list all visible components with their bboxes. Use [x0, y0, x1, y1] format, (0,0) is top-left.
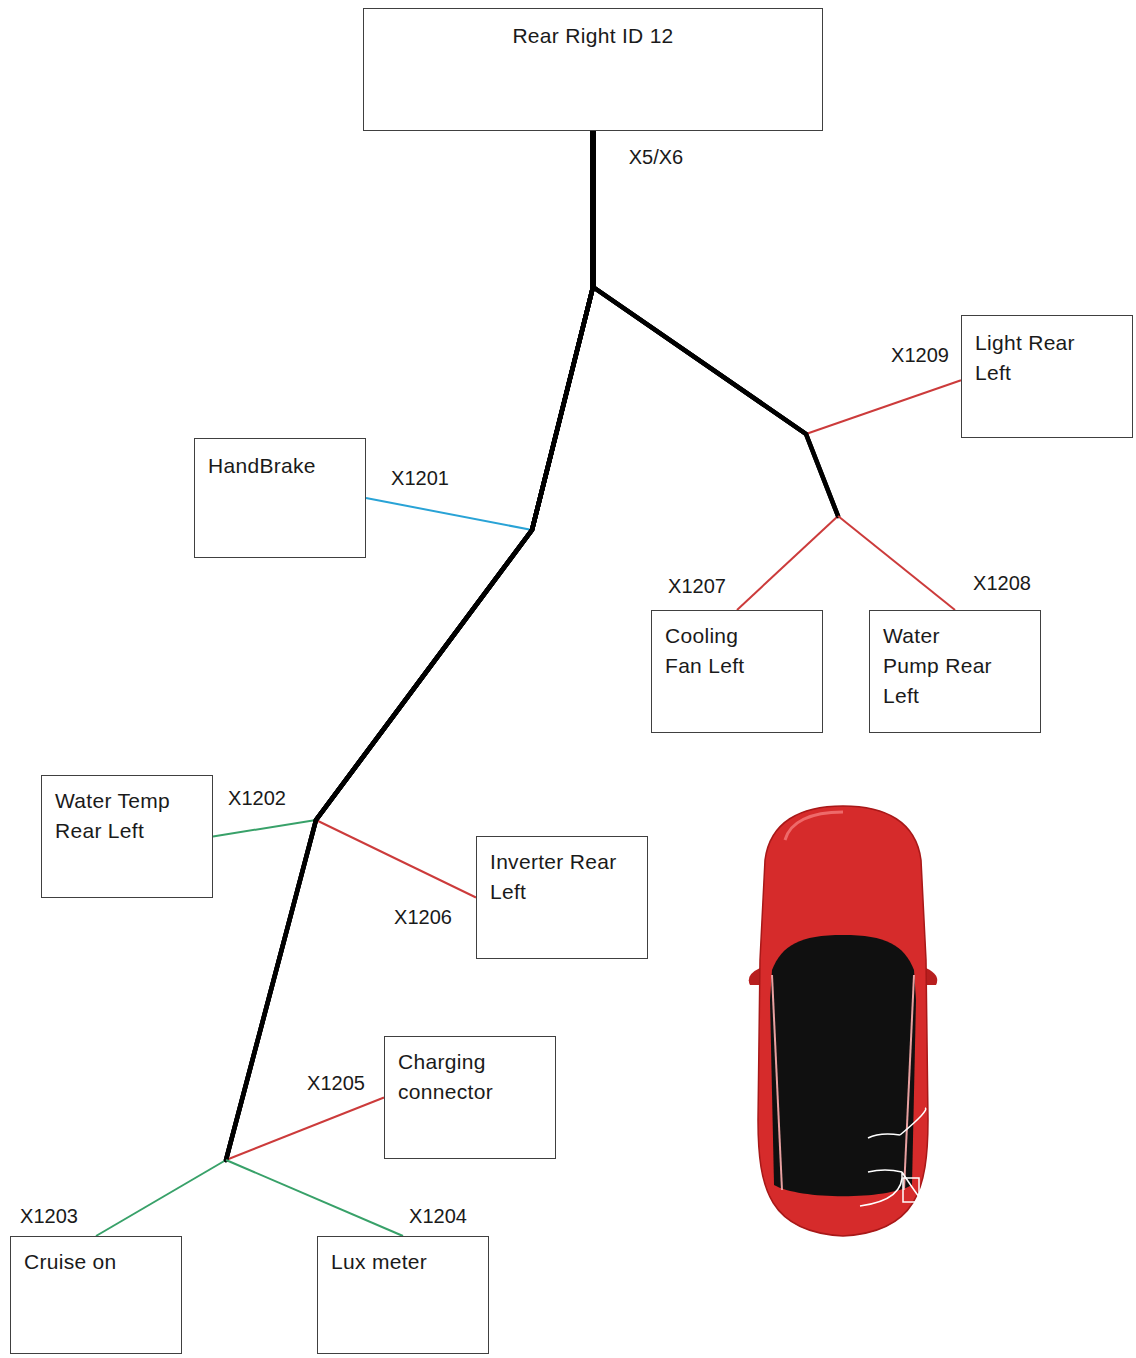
- component-box: Lux meter: [317, 1236, 489, 1354]
- box-label: Lux meter: [331, 1247, 475, 1277]
- harness-trunk: [590, 131, 596, 287]
- harness-wire: [226, 131, 593, 1236]
- box-label: Inverter Rear Left: [490, 847, 634, 907]
- connector-code: X1205: [305, 1072, 367, 1094]
- module-sketch: [903, 1178, 919, 1202]
- connector-code: X1202: [226, 787, 288, 809]
- connector-lead: [806, 380, 961, 434]
- harness-wire: [593, 131, 955, 610]
- connector-lead: [838, 516, 955, 610]
- harness-wire: [96, 131, 593, 1236]
- component-box: Cooling Fan Left: [651, 610, 823, 733]
- box-label: Rear Right ID 12: [378, 21, 808, 51]
- box-label: HandBrake: [208, 451, 352, 481]
- control-unit-box: Rear Right ID 12: [363, 8, 823, 131]
- harness-branch: [226, 287, 593, 1160]
- harness-trunk: [590, 131, 596, 287]
- harness-trunk: [590, 131, 596, 287]
- connector-code: X1203: [18, 1205, 80, 1227]
- connector-code: X1209: [889, 344, 951, 366]
- harness-wire: [593, 131, 961, 434]
- harness-branch: [226, 287, 593, 1160]
- box-label: Water Pump Rear Left: [883, 621, 993, 711]
- harness-wire: [593, 131, 838, 610]
- connector-code: X1207: [666, 575, 728, 597]
- box-label: Cruise on: [24, 1247, 168, 1277]
- component-box: Light Rear Left: [961, 315, 1133, 438]
- connector-lead: [366, 498, 532, 530]
- component-box: Cruise on: [10, 1236, 182, 1354]
- harness-trunk: [590, 131, 596, 287]
- harness-trunk: [590, 131, 596, 287]
- roof-rail: [904, 975, 914, 1190]
- harness-trunk: [590, 131, 596, 287]
- component-box: Water Temp Rear Left: [41, 775, 213, 898]
- harness-trunk: [590, 131, 596, 287]
- connector-lead: [213, 820, 316, 837]
- harness-sketch: [860, 1108, 930, 1210]
- car-top-view: [749, 806, 938, 1236]
- hood-highlight: [785, 812, 843, 840]
- connector-code: X1206: [392, 906, 454, 928]
- connector-lead: [316, 820, 476, 898]
- connector-code: X5/X6: [627, 146, 685, 168]
- connector-lead: [96, 1160, 226, 1236]
- roof-rail: [772, 975, 782, 1190]
- component-box: HandBrake: [194, 438, 366, 558]
- box-label: Light Rear Left: [975, 328, 1105, 388]
- harness-branch: [593, 287, 838, 516]
- connector-code: X1204: [407, 1205, 469, 1227]
- box-label: Charging connector: [398, 1047, 542, 1107]
- harness-trunk: [590, 131, 596, 287]
- car-body: [758, 806, 928, 1236]
- harness-branch: [593, 287, 838, 516]
- glass-roof: [770, 935, 916, 1196]
- harness-branch: [226, 287, 593, 1160]
- connector-code: X1201: [389, 467, 451, 489]
- connector-code: X1208: [971, 572, 1033, 594]
- harness-trunk: [590, 131, 596, 287]
- connector-lead: [737, 516, 838, 610]
- harness-wire: [366, 131, 593, 530]
- connector-lead: [226, 1160, 403, 1236]
- harness-wire: [226, 131, 593, 1160]
- box-label: Water Temp Rear Left: [55, 786, 199, 846]
- box-label: Cooling Fan Left: [665, 621, 760, 681]
- component-box: Inverter Rear Left: [476, 836, 648, 959]
- component-box: Water Pump Rear Left: [869, 610, 1041, 733]
- connector-lead: [226, 1098, 384, 1161]
- component-box: Charging connector: [384, 1036, 556, 1159]
